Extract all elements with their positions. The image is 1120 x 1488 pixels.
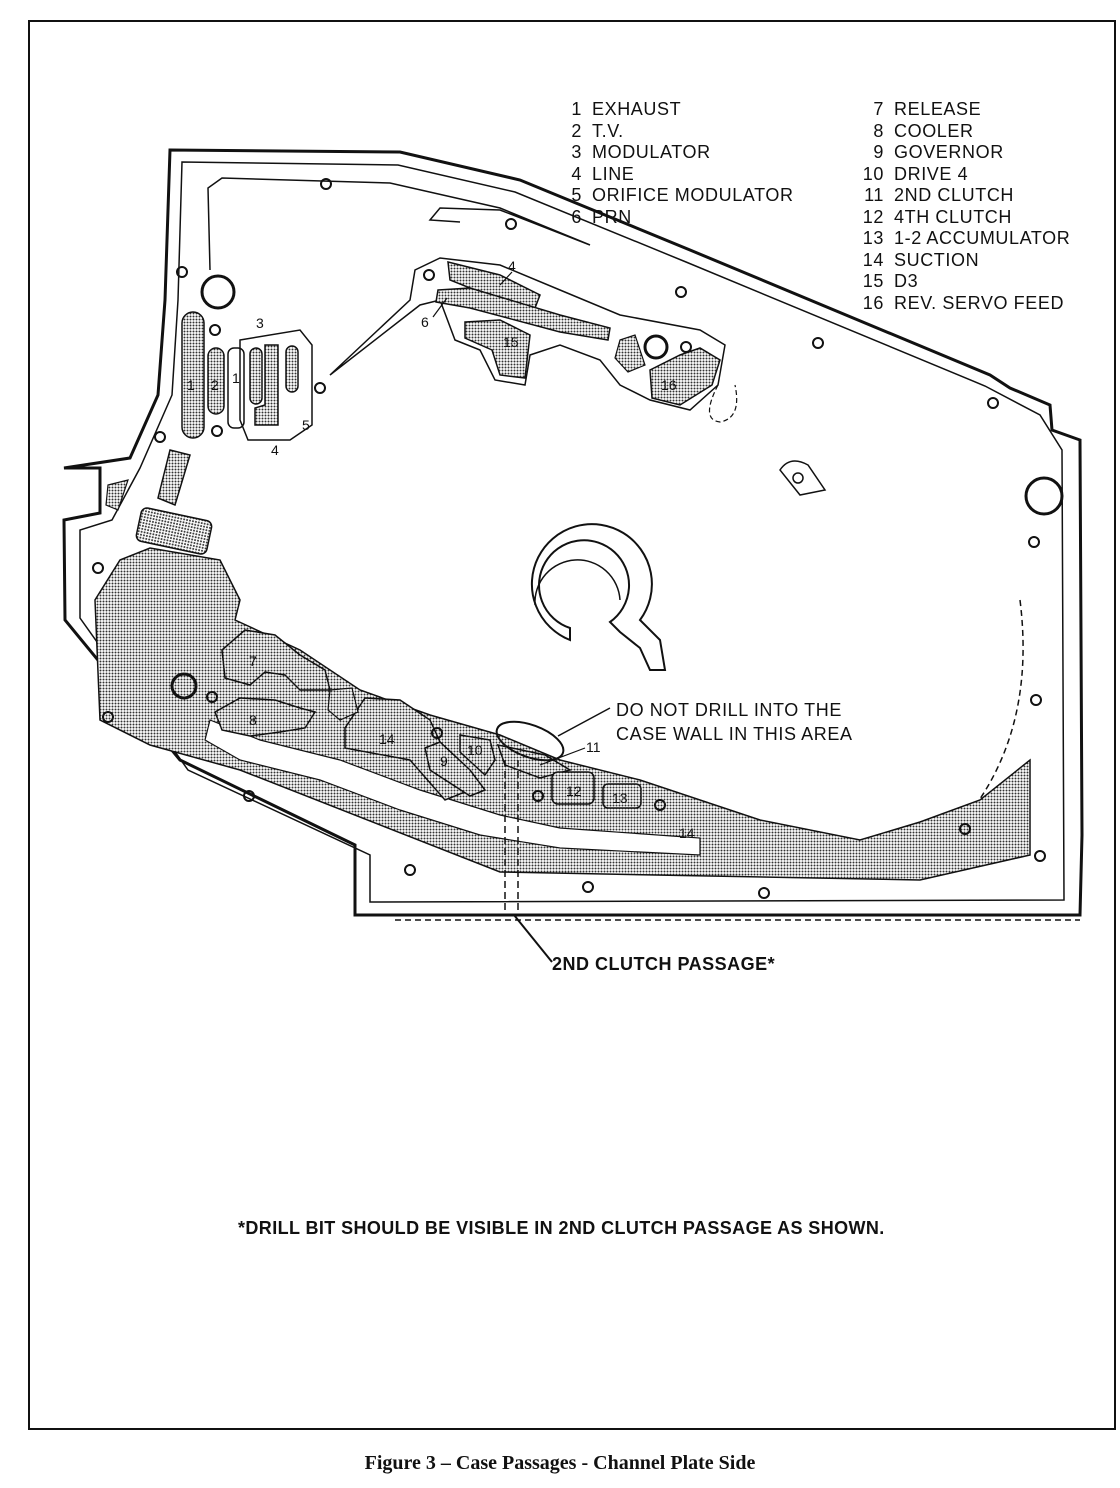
passage-exhaust-1 (181, 311, 205, 439)
passage-shaded-bar (135, 507, 213, 555)
boss-upper-valve (643, 334, 669, 360)
case-outline (62, 148, 1084, 917)
drill-warning-callout: DO NOT DRILL INTO THE CASE WALL IN THIS … (616, 698, 853, 746)
passage-prn (435, 287, 611, 341)
passage-line-4 (254, 344, 279, 426)
leader-4a (499, 271, 513, 286)
passage-drive4 (459, 734, 496, 777)
label-p12: 12 (566, 783, 582, 799)
suction-inner-channel (204, 719, 701, 856)
passage-release (221, 629, 331, 691)
suction-region (94, 547, 1031, 881)
passage-accumulator (602, 783, 642, 809)
figure-caption: Figure 3 – Case Passages - Channel Plate… (364, 1452, 756, 1474)
boss-lower-left (170, 672, 198, 700)
label-p8: 8 (249, 712, 257, 728)
label-p14b: 14 (679, 825, 695, 841)
label-p3: 3 (256, 315, 264, 331)
label-p4a: 4 (508, 258, 516, 274)
valve-body-outline (239, 329, 313, 441)
second-clutch-passage-callout: 2ND CLUTCH PASSAGE* (552, 954, 776, 974)
warning-line-1: DO NOT DRILL INTO THE (616, 700, 842, 720)
label-p4b: 4 (271, 442, 279, 458)
lug (779, 460, 827, 496)
passage-small-shaded (105, 479, 129, 511)
center-ring-inner (534, 559, 621, 606)
label-p16: 16 (661, 377, 677, 393)
passage-tv-2 (207, 347, 225, 415)
drill-bit-note: *DRILL BIT SHOULD BE VISIBLE IN 2ND CLUT… (238, 1218, 885, 1238)
label-p6: 6 (421, 314, 429, 330)
passage-d3 (464, 319, 531, 379)
label-p7: 7 (249, 653, 257, 669)
passage-leader (513, 914, 553, 963)
upper-valve-outline (329, 257, 726, 411)
label-p10: 10 (467, 742, 483, 758)
warning-line-2: CASE WALL IN THIS AREA (616, 724, 853, 744)
figure-border (28, 20, 1116, 1430)
leader-11 (539, 747, 586, 766)
case-inner-edge (79, 161, 1065, 903)
dashed-lobe (708, 384, 738, 423)
passage-cooler (214, 697, 317, 737)
label-p14a: 14 (379, 731, 395, 747)
upper-channel (207, 177, 591, 271)
label-p9: 9 (440, 753, 448, 769)
label-p15: 15 (503, 334, 519, 350)
warning-leader (557, 707, 611, 737)
label-p1a: 1 (187, 377, 195, 393)
center-ring (530, 523, 667, 671)
passage-orifice-5 (285, 345, 299, 393)
boss-mid-right (1024, 476, 1064, 516)
passage-governor (424, 741, 487, 797)
passage-rev-servo (649, 347, 721, 406)
label-p1b: 1 (232, 370, 240, 386)
passage-exhaust-1b (227, 347, 245, 429)
bolt-holes (92, 178, 1046, 899)
passage-small-dark (614, 334, 646, 373)
passage-small-blob (327, 687, 359, 721)
lug-bolt (792, 472, 804, 484)
passage-modulator-3 (249, 347, 263, 405)
label-p11: 11 (586, 739, 601, 755)
boss-upper-left (200, 274, 236, 310)
label-p13: 13 (612, 790, 628, 806)
passage-4th-clutch (551, 771, 595, 805)
drill-warning-zone (495, 720, 565, 762)
passage-diagonal-shaded (157, 449, 191, 507)
label-p2: 2 (211, 377, 219, 393)
label-p5: 5 (302, 417, 310, 433)
case-passages-diagram: 1 2 1 3 5 4 4 6 15 16 7 8 14 9 10 11 12 … (62, 148, 1084, 963)
drill-bit-passage (504, 760, 519, 912)
leader-6 (432, 297, 448, 318)
